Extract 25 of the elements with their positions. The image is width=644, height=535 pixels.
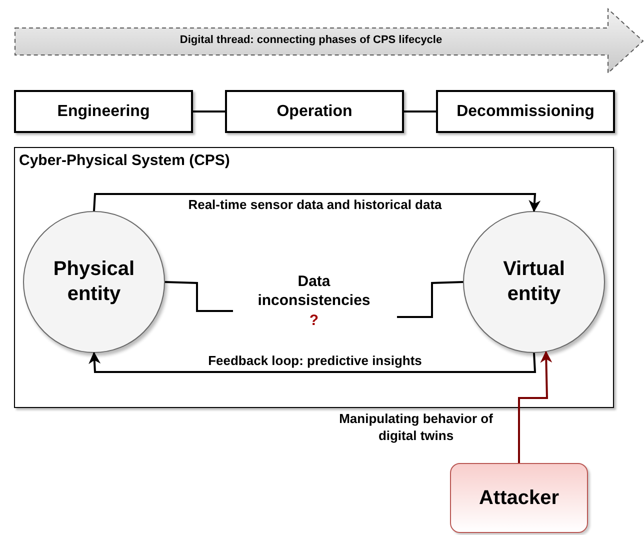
phase-box [225,90,404,133]
system-container [14,147,614,408]
node-label: Engineering [57,102,150,122]
phase-box [14,90,193,133]
node-label: Virtual entity [502,257,566,307]
connector-line [397,281,464,318]
phase-box [436,90,615,133]
question-mark: ? [309,312,319,332]
arrow [88,352,536,373]
node-label: Attacker [478,486,560,510]
arrow [93,193,541,212]
connector-line [404,110,436,112]
edge-label: Manipulating behavior of digital twins [338,411,494,445]
connector-line [193,110,225,112]
arrow [518,350,552,463]
node-label: Decommissioning [456,102,594,122]
node-label: Digital thread: connecting phases of CPS lifecycle [180,34,442,48]
edge-label: Feedback loop: predictive insights [207,353,423,370]
connector-line [164,281,233,312]
edge-label: Real-time sensor data and historical data [187,197,443,214]
node-label: Operation [276,102,352,122]
node-label: Physical entity [52,257,136,307]
node-label: Data inconsistencies [256,272,372,310]
attacker-box [450,463,588,533]
node-label: Cyber-Physical System (CPS) [19,152,230,171]
